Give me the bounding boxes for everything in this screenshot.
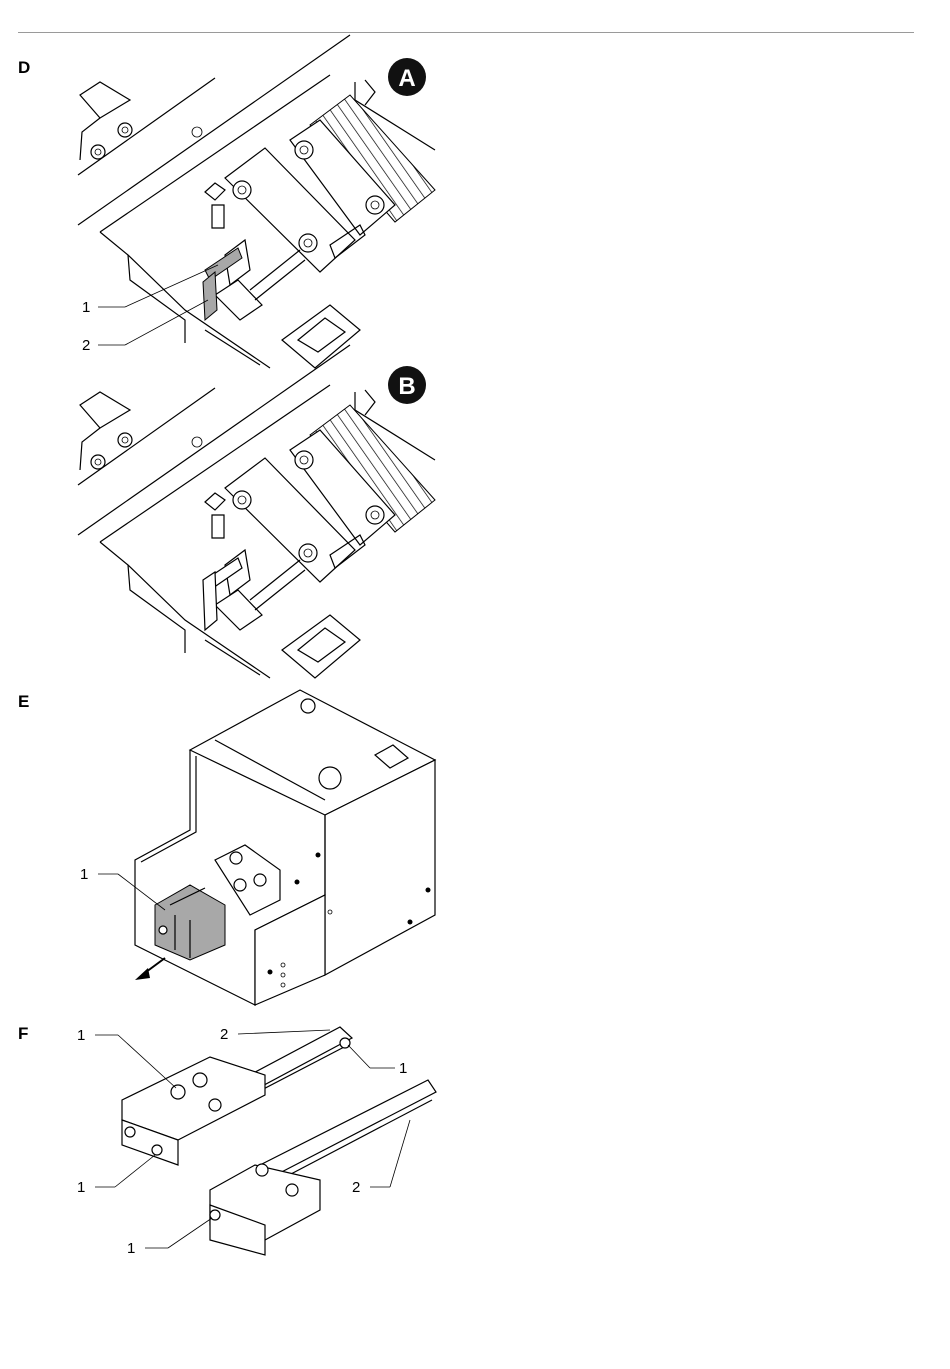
callout-f-1c: 1	[77, 1179, 85, 1196]
figure-d-b: B	[78, 345, 435, 678]
callout-e-1: 1	[80, 866, 88, 883]
callout-f-1b: 1	[399, 1060, 407, 1077]
callout-f-2b: 2	[352, 1179, 360, 1196]
badge-a-label: A	[398, 65, 415, 92]
part-2-highlight	[203, 272, 217, 320]
badge-b-label: B	[398, 373, 415, 400]
callout-d-a-1: 1	[82, 299, 90, 316]
figure-f: 1 2 1 1 2 1	[77, 1026, 436, 1257]
figure-e: 1	[80, 690, 435, 1005]
callout-f-2a: 2	[220, 1026, 228, 1043]
callout-f-1a: 1	[77, 1027, 85, 1044]
callout-d-a-2: 2	[82, 337, 90, 354]
figure-d-a: 1 2 A	[78, 35, 435, 368]
callout-f-1d: 1	[127, 1240, 135, 1257]
